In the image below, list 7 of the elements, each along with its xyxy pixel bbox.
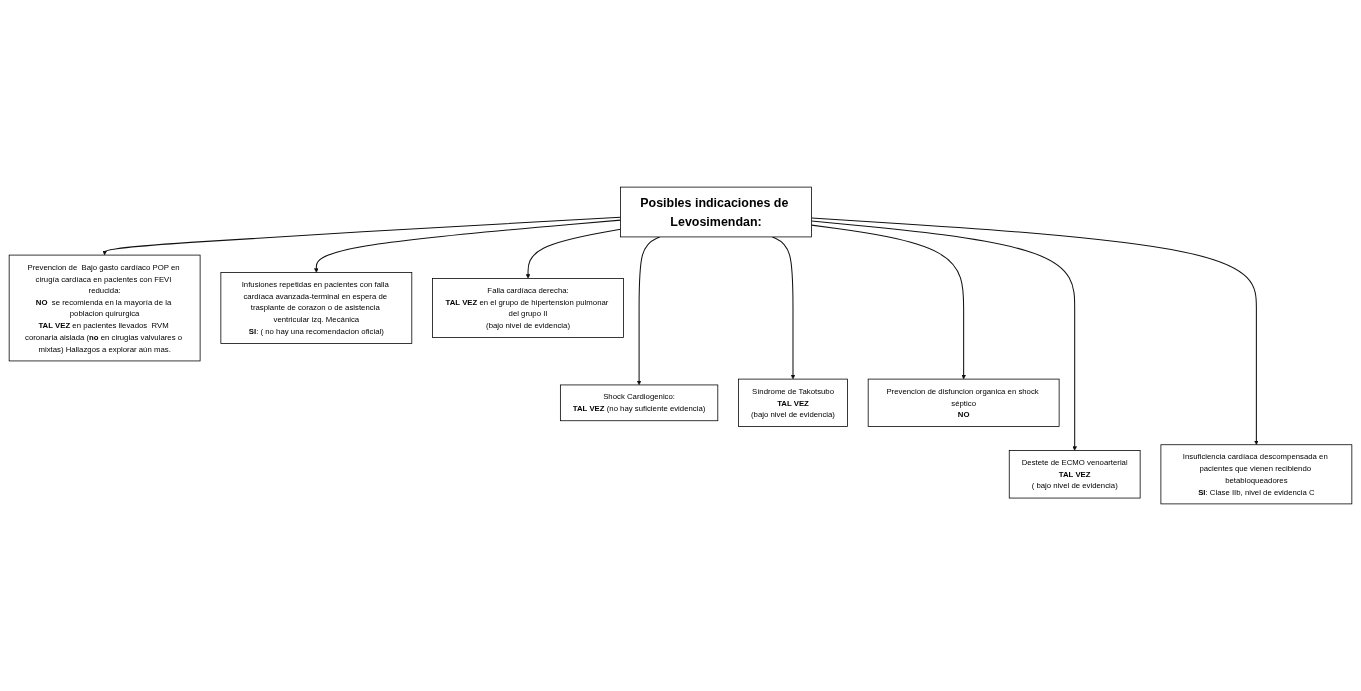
arrow xyxy=(525,228,622,279)
arrow xyxy=(314,219,622,273)
arrow xyxy=(102,216,622,256)
arrow xyxy=(811,224,966,380)
node-box: Posibles indicaciones de Levosimendan: xyxy=(620,186,812,238)
arrow xyxy=(811,217,1259,445)
arrow xyxy=(811,220,1077,451)
